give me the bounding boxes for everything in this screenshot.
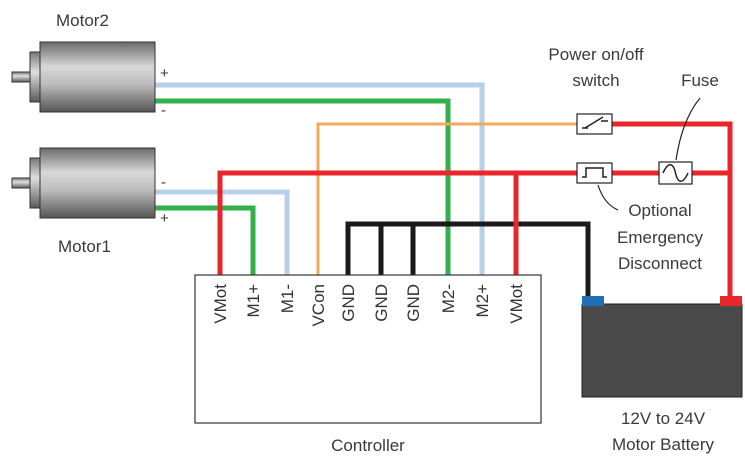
power-switch-label-2: switch (572, 71, 619, 90)
motor2-label: Motor2 (56, 11, 109, 30)
wire-m1-plus (155, 205, 256, 278)
emergency-label-3: Disconnect (618, 254, 702, 273)
motor1-plus-label: + (160, 210, 169, 227)
motor1 (11, 147, 156, 219)
battery-label-1: 12V to 24V (621, 409, 706, 428)
controller-pins: VMot M1+ M1- VCon GND GND GND M2- M2+ VMot (211, 284, 526, 327)
battery (581, 296, 743, 398)
wire-m2-minus (155, 98, 451, 278)
power-switch (576, 113, 613, 135)
controller-pin-8: M2+ (473, 284, 492, 318)
motor2 (11, 41, 156, 113)
motor2-minus-label: - (161, 102, 166, 119)
emergency-label-1: Optional (628, 201, 691, 220)
controller-pin-3: VCon (309, 284, 328, 327)
battery-negative-terminal (582, 296, 604, 306)
emergency-label-2: Emergency (617, 228, 703, 247)
motor1-label: Motor1 (58, 237, 111, 256)
battery-label-2: Motor Battery (612, 435, 715, 454)
controller-pin-9: VMot (507, 284, 526, 324)
wire-vcon (316, 122, 577, 278)
wire-vmot (217, 170, 577, 278)
controller-pin-1: M1+ (244, 284, 263, 318)
controller-label: Controller (331, 436, 405, 455)
wire-m1-minus (155, 189, 290, 278)
controller-pin-2: M1- (278, 284, 297, 313)
controller-box (194, 274, 542, 424)
controller-pin-0: VMot (211, 284, 230, 324)
motor2-plus-label: + (160, 65, 169, 82)
controller-pin-4: GND (339, 284, 358, 322)
controller-pin-6: GND (404, 284, 423, 322)
battery-positive-terminal (720, 296, 742, 306)
fuse (658, 97, 701, 185)
wire-m2-plus (155, 82, 485, 278)
fuse-label: Fuse (681, 71, 719, 90)
power-switch-label-1: Power on/off (548, 45, 643, 64)
motor1-minus-label: - (161, 174, 166, 191)
controller-pin-7: M2- (439, 284, 458, 313)
wire-battery-positive-3 (612, 121, 733, 298)
emergency-disconnect (576, 162, 619, 211)
controller-pin-5: GND (372, 284, 391, 322)
wire-gnd (345, 221, 591, 298)
